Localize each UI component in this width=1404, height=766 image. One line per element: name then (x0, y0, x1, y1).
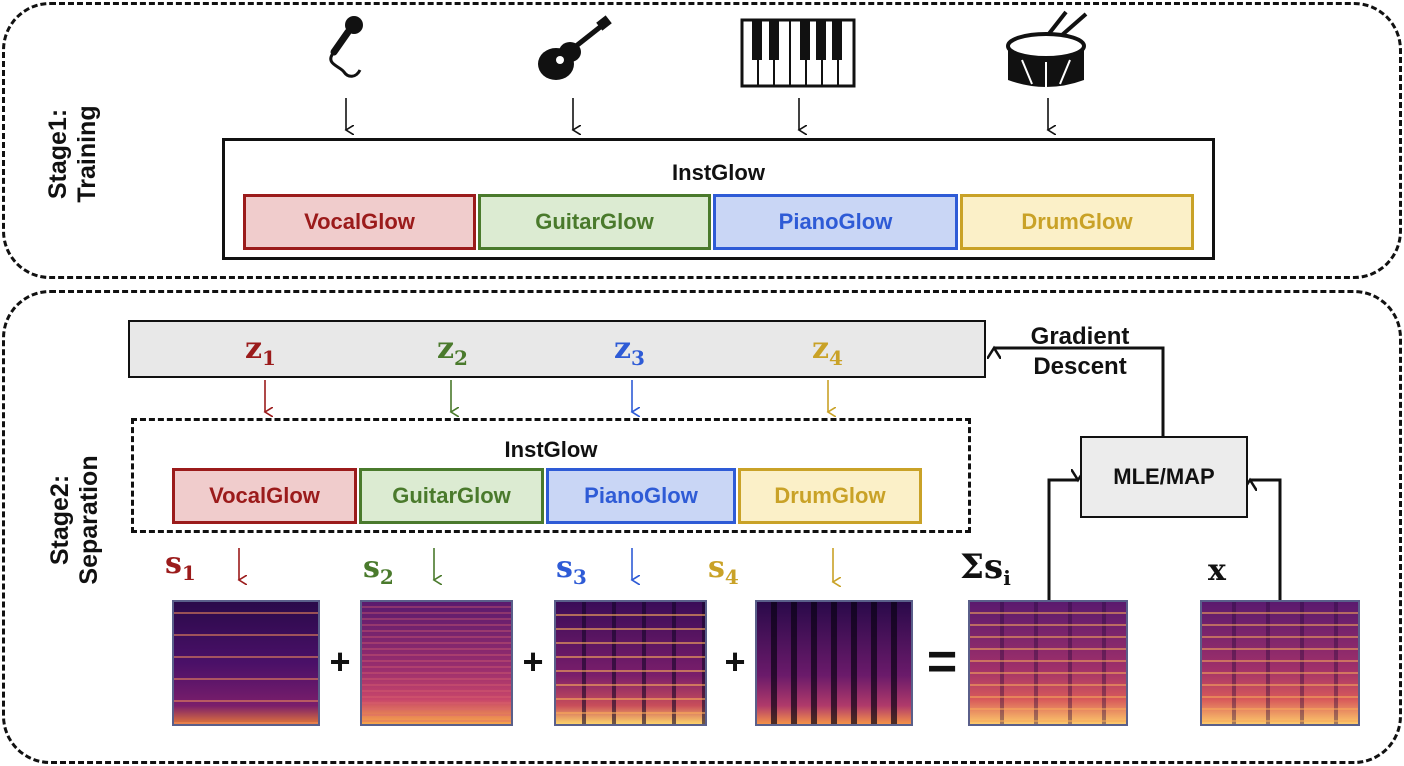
arrow-mix-to-objective (1250, 480, 1282, 600)
stage1-drumglow: DrumGlow (960, 194, 1194, 250)
objective-box (1080, 436, 1248, 518)
spectrogram-piano (554, 600, 707, 726)
spectrogram-drum (755, 600, 913, 726)
latent-bar (128, 320, 986, 378)
stage2-drumglow: DrumGlow (738, 468, 922, 524)
stage2-instglow-container (131, 418, 971, 533)
source-s1: s1 (165, 546, 196, 586)
spectrogram-sum (968, 600, 1128, 726)
objective-label: MLE/MAP (1113, 464, 1215, 489)
gradient-line1: Gradient (1030, 323, 1130, 350)
spectrogram-guitar (360, 600, 513, 726)
source-s3: s3 (556, 550, 587, 590)
gradient-line2: Descent (1033, 353, 1127, 380)
latent-z1: z1 (245, 331, 276, 371)
latent-z4: z4 (812, 331, 843, 371)
stage1-arrows (0, 98, 1404, 150)
plus-sign-3: + (724, 641, 746, 682)
stage2-panel (2, 290, 1402, 764)
stage1-panel (2, 2, 1402, 279)
spectrogram-vocal (172, 600, 320, 726)
sum-label: Σsi (960, 547, 1011, 590)
piano-keys-icon (740, 18, 856, 88)
source-s2: s2 (363, 550, 394, 590)
stage2-guitarglow: GuitarGlow (359, 468, 544, 524)
plus-sign-2: + (522, 641, 544, 682)
gradient-descent-label: Gradient Descent (1010, 322, 1150, 382)
stage1-pianoglow: PianoGlow (713, 194, 958, 250)
spectrogram-mixture (1200, 600, 1360, 726)
stage1-guitarglow: GuitarGlow (478, 194, 711, 250)
arrow-gradient-descent (994, 348, 1165, 436)
source-s4: s4 (708, 550, 739, 590)
equals-sign: = (926, 633, 958, 691)
microphone-icon (329, 16, 363, 78)
stage1-vocalglow: VocalGlow (243, 194, 476, 250)
latent-z2: z2 (437, 331, 468, 371)
stage1-instglow-title: InstGlow (672, 160, 765, 185)
mixture-label: x (1208, 553, 1226, 588)
stage1-instglow-container (222, 138, 1215, 260)
plus-sign-1: + (329, 641, 351, 682)
stage2-pianoglow: PianoGlow (546, 468, 736, 524)
latent-z3: z3 (614, 331, 645, 371)
arrow-sum-to-objective (1047, 480, 1078, 600)
stage2-instglow-title: InstGlow (504, 437, 598, 462)
guitar-icon (538, 15, 612, 80)
drum-icon (1006, 10, 1088, 88)
stage2-vocalglow: VocalGlow (172, 468, 357, 524)
